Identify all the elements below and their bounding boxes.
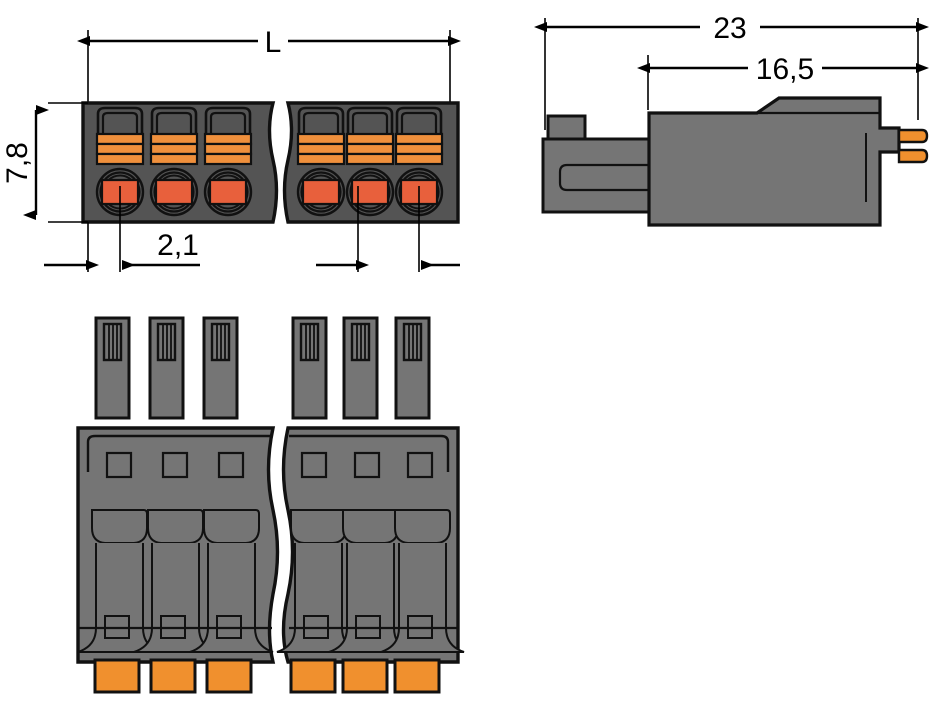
bottom-shoulder-left — [86, 434, 272, 472]
bottom-view — [76, 316, 465, 694]
bottom-pins-left — [93, 658, 253, 694]
top-view: L 7,8 2, — [1, 26, 461, 272]
dimension-pitch: 2,1 — [122, 229, 200, 270]
ribbed-tab — [148, 316, 185, 420]
bottom-tabs-left — [94, 316, 239, 420]
square-hole — [353, 451, 381, 479]
dimension-depth-total-label: 23 — [713, 12, 746, 45]
dimension-length-label: L — [265, 26, 282, 59]
contact-pin — [205, 658, 253, 694]
side-body-bevel-edge — [756, 97, 780, 114]
ribbed-tab — [291, 316, 328, 420]
side-pin-upper — [897, 128, 929, 144]
square-hole — [217, 451, 245, 479]
side-body — [647, 96, 901, 227]
ribbed-tab — [394, 316, 431, 420]
bottom-levers-right — [276, 509, 465, 653]
side-pin-lower — [897, 148, 929, 164]
dimension-depth-body-label: 16,5 — [756, 53, 814, 86]
contact-pin — [149, 658, 197, 694]
square-hole — [300, 451, 328, 479]
dimension-pitch-label: 2,1 — [157, 229, 199, 262]
bottom-holes-upper-left — [105, 451, 245, 479]
square-hole — [105, 451, 133, 479]
contact-pin — [289, 658, 337, 694]
ribbed-tab — [94, 316, 131, 420]
bottom-levers-left — [77, 509, 274, 653]
dimension-depth-total: 23 — [534, 12, 929, 45]
contact-pin — [93, 658, 141, 694]
dimension-depth-body: 16,5 — [637, 53, 929, 86]
side-lever-slot — [558, 163, 670, 192]
bottom-holes-upper-right — [300, 451, 434, 479]
bottom-shoulder-right — [289, 434, 450, 472]
bottom-pins-right — [289, 658, 441, 694]
contact-pin — [393, 658, 441, 694]
ribbed-tab — [342, 316, 379, 420]
side-view: 23 16,5 — [534, 12, 929, 227]
ribbed-tab — [202, 316, 239, 420]
side-lever-tab — [546, 114, 587, 142]
bottom-tabs-right — [291, 316, 431, 420]
contact-pin — [341, 658, 389, 694]
dimension-length: L — [77, 26, 461, 59]
dimension-height-label: 7,8 — [1, 142, 34, 184]
square-hole — [161, 451, 189, 479]
dimension-height: 7,8 — [1, 102, 88, 223]
square-hole — [406, 451, 434, 479]
